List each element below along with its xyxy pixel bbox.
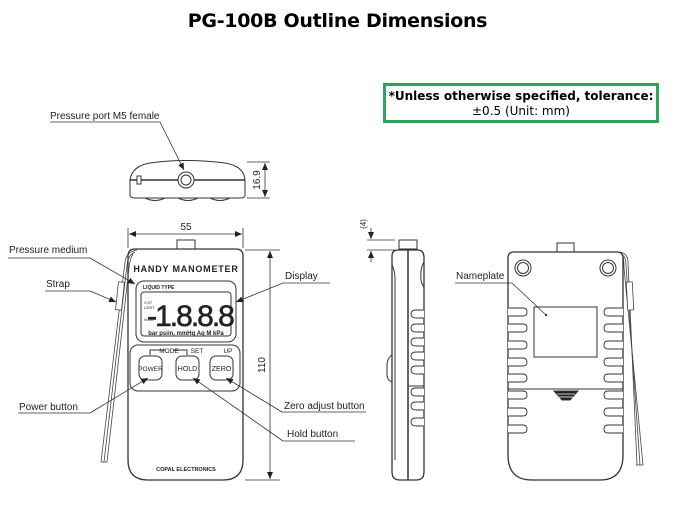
strap-back — [618, 251, 644, 466]
lcd-digits: -1.8.8.8 — [147, 300, 234, 333]
lcd-indicator-ost: O.ST — [144, 301, 153, 305]
front-callout-leaders — [8, 257, 366, 442]
front-view — [127, 239, 244, 481]
back-view-grips — [508, 307, 623, 434]
back-view — [507, 242, 624, 481]
lcd-indicator-hold: HOLD — [144, 318, 154, 322]
nameplate-label: Nameplate — [456, 271, 505, 282]
device-brand-label: HANDY MANOMETER — [133, 264, 238, 274]
mode-label: MODE — [159, 348, 179, 355]
port-protrusion-label: (4) — [359, 219, 368, 229]
hold-button-label: Hold button — [287, 429, 338, 440]
hold-button-face: HOLD — [178, 366, 197, 373]
pressure-medium-label: Pressure medium — [9, 245, 87, 256]
height-label: 110 — [257, 357, 268, 373]
thickness-dimension — [247, 161, 270, 199]
up-label: UP — [223, 348, 232, 355]
top-view — [129, 160, 246, 201]
manufacturer-label: COPAL ELECTRONICS — [156, 467, 216, 473]
power-button-label: Power button — [19, 402, 78, 413]
height-dimension — [245, 249, 280, 481]
tolerance-note-line2: ±0.5 (Unit: mm) — [472, 104, 570, 118]
zero-button-face: ZERO — [212, 366, 232, 373]
pressure-port-leader — [50, 121, 185, 171]
lcd-indicator-light: LIGHT — [144, 306, 155, 310]
lcd-type-label: LIQUID TYPE — [143, 285, 175, 291]
tolerance-note-line1: *Unless otherwise specified, tolerance: — [388, 89, 654, 103]
lcd-units: bar psiin, mmHg Aq M kPa — [148, 331, 224, 337]
power-button-face: POWER — [138, 366, 163, 373]
strap-label: Strap — [46, 279, 70, 290]
page-title: PG-100B Outline Dimensions — [187, 10, 488, 32]
nameplate-leader — [455, 282, 548, 317]
zero-adjust-button-label: Zero adjust button — [284, 401, 365, 412]
tolerance-note: *Unless otherwise specified, tolerance: … — [383, 83, 659, 123]
width-dimension — [127, 228, 244, 248]
pressure-port-label: Pressure port M5 female — [50, 111, 160, 122]
set-label: SET — [191, 348, 204, 355]
strap-front — [100, 249, 138, 463]
display-label: Display — [285, 271, 318, 282]
thickness-label: 16.9 — [252, 170, 263, 190]
port-protrusion-dimension — [367, 228, 395, 262]
side-view-grips — [410, 309, 424, 427]
width-label: 55 — [180, 222, 192, 233]
